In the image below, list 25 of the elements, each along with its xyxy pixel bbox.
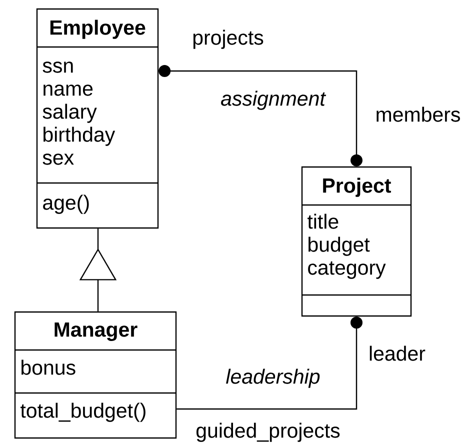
association-line <box>158 65 362 166</box>
class-name: Employee <box>50 20 146 39</box>
attribute: ssn <box>42 62 73 73</box>
class-box <box>36 8 159 229</box>
attribute: budget <box>308 236 370 256</box>
class-box <box>14 311 177 439</box>
role-label: projects <box>193 30 264 49</box>
edge-label: leadership <box>224 368 322 389</box>
attribute: birthday <box>44 126 116 146</box>
attribute: name <box>44 84 93 96</box>
operation: total_budget() <box>20 402 146 422</box>
association-line <box>176 316 362 410</box>
role-label: guided_projects <box>196 422 340 442</box>
edge-label: assignment <box>220 90 326 111</box>
operation: age() <box>43 194 89 214</box>
attribute: category <box>308 261 386 279</box>
attribute: sex <box>42 154 74 165</box>
role-label: members <box>376 106 460 122</box>
attribute: bonus <box>22 360 76 375</box>
class-name: Project <box>323 178 391 197</box>
attribute: title <box>308 214 338 229</box>
class-name: Manager <box>54 322 138 341</box>
attribute: salary <box>42 104 97 123</box>
class-box <box>301 166 412 317</box>
role-label: leader <box>370 346 426 361</box>
